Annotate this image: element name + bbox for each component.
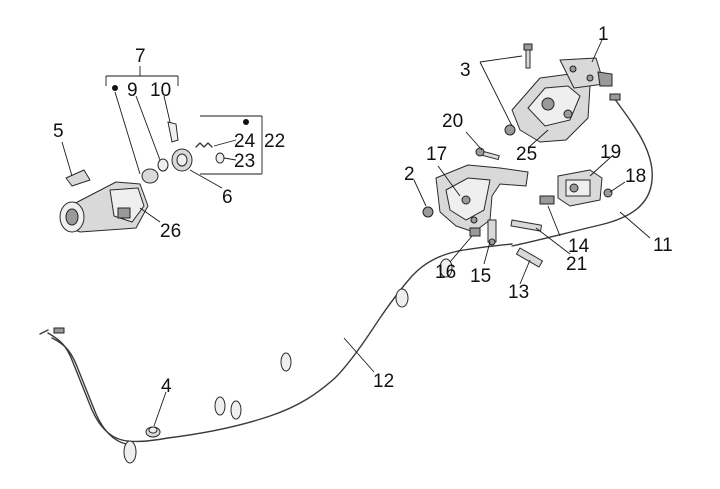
lock-ring-6 [171,148,193,172]
callout-12: 12 [373,371,394,392]
callout-2: 2 [404,164,415,185]
callout-5: 5 [53,121,64,142]
washer-small [157,158,169,172]
screw-3-top [523,43,533,69]
bracket-25 [511,57,613,143]
callout-23: 23 [234,151,255,172]
callout-1: 1 [598,24,609,45]
part-21 [510,219,543,232]
cylinder-9 [141,168,159,184]
callout-25: 25 [516,144,537,165]
group-bracket-22 [200,115,263,175]
bolt-20 [475,147,500,161]
part-14 [539,195,555,205]
callout-9: 9 [127,80,138,101]
spring-24 [195,142,213,148]
cable-12 [39,243,513,464]
callout-16: 16 [435,262,456,283]
callout-21: 21 [566,254,587,275]
screw-3-bottom [504,124,516,136]
nut-2 [422,206,434,218]
group-marker-dot-7 [112,85,118,91]
group-marker-dot-22 [243,119,249,125]
callout-11: 11 [653,235,673,256]
callout-22: 22 [264,131,285,152]
callout-13: 13 [508,282,529,303]
cable-11 [511,93,653,247]
group-bracket-7 [105,66,179,86]
callout-15: 15 [470,266,491,287]
part-15 [487,219,497,246]
callout-6: 6 [222,187,233,208]
callout-19: 19 [600,142,621,163]
clip-4 [145,426,161,438]
callout-4: 4 [161,376,172,397]
callout-10: 10 [150,80,171,101]
callout-20: 20 [442,111,463,132]
callout-3: 3 [460,60,471,81]
lever-bracket-17 [435,164,529,233]
part-16 [469,227,481,237]
callout-26: 26 [160,221,181,242]
part-13 [516,247,544,268]
clip-10 [167,121,179,143]
callout-7: 7 [135,46,146,67]
callout-numbers: 1 2 3 4 5 6 7 9 10 11 12 13 14 15 16 17 … [53,24,673,397]
callout-24: 24 [234,131,256,152]
clip-5 [65,169,91,187]
screw-18 [603,188,613,198]
callout-17: 17 [426,144,447,165]
ring-23 [215,152,225,164]
callout-18: 18 [625,166,646,187]
cap-housing-26 [59,181,149,233]
callout-14: 14 [568,236,590,257]
actuator-19 [557,169,603,207]
leader-lines [61,39,651,427]
